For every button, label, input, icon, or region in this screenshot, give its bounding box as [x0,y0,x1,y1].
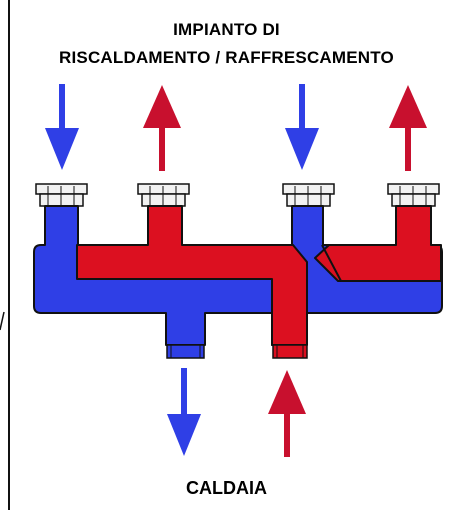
top-arrow-4-up-red [389,85,427,171]
top-arrow-2-up-red [143,85,181,171]
bottom-arrow-up-red [268,370,306,457]
bottom-outlet-left [166,344,205,359]
top-fitting-3 [282,183,335,207]
top-arrow-3-down-blue [285,84,319,170]
boiler-label: CALDAIA [186,478,267,498]
top-fitting-2 [137,183,190,207]
frame-tick [0,311,5,331]
top-fitting-1 [35,183,88,207]
system-title-line2: RISCALDAMENTO / RAFFRESCAMENTO [59,48,394,67]
bottom-outlet-right [272,344,308,359]
top-fitting-4 [387,183,440,207]
top-arrow-1-down-blue [45,84,79,170]
frame-left-border [8,0,10,510]
manifold-red-right-branch [314,205,442,282]
bottom-arrow-down-blue [167,368,201,456]
system-title-line1: IMPIANTO DI [173,20,280,39]
manifold-divider-line [321,244,342,282]
